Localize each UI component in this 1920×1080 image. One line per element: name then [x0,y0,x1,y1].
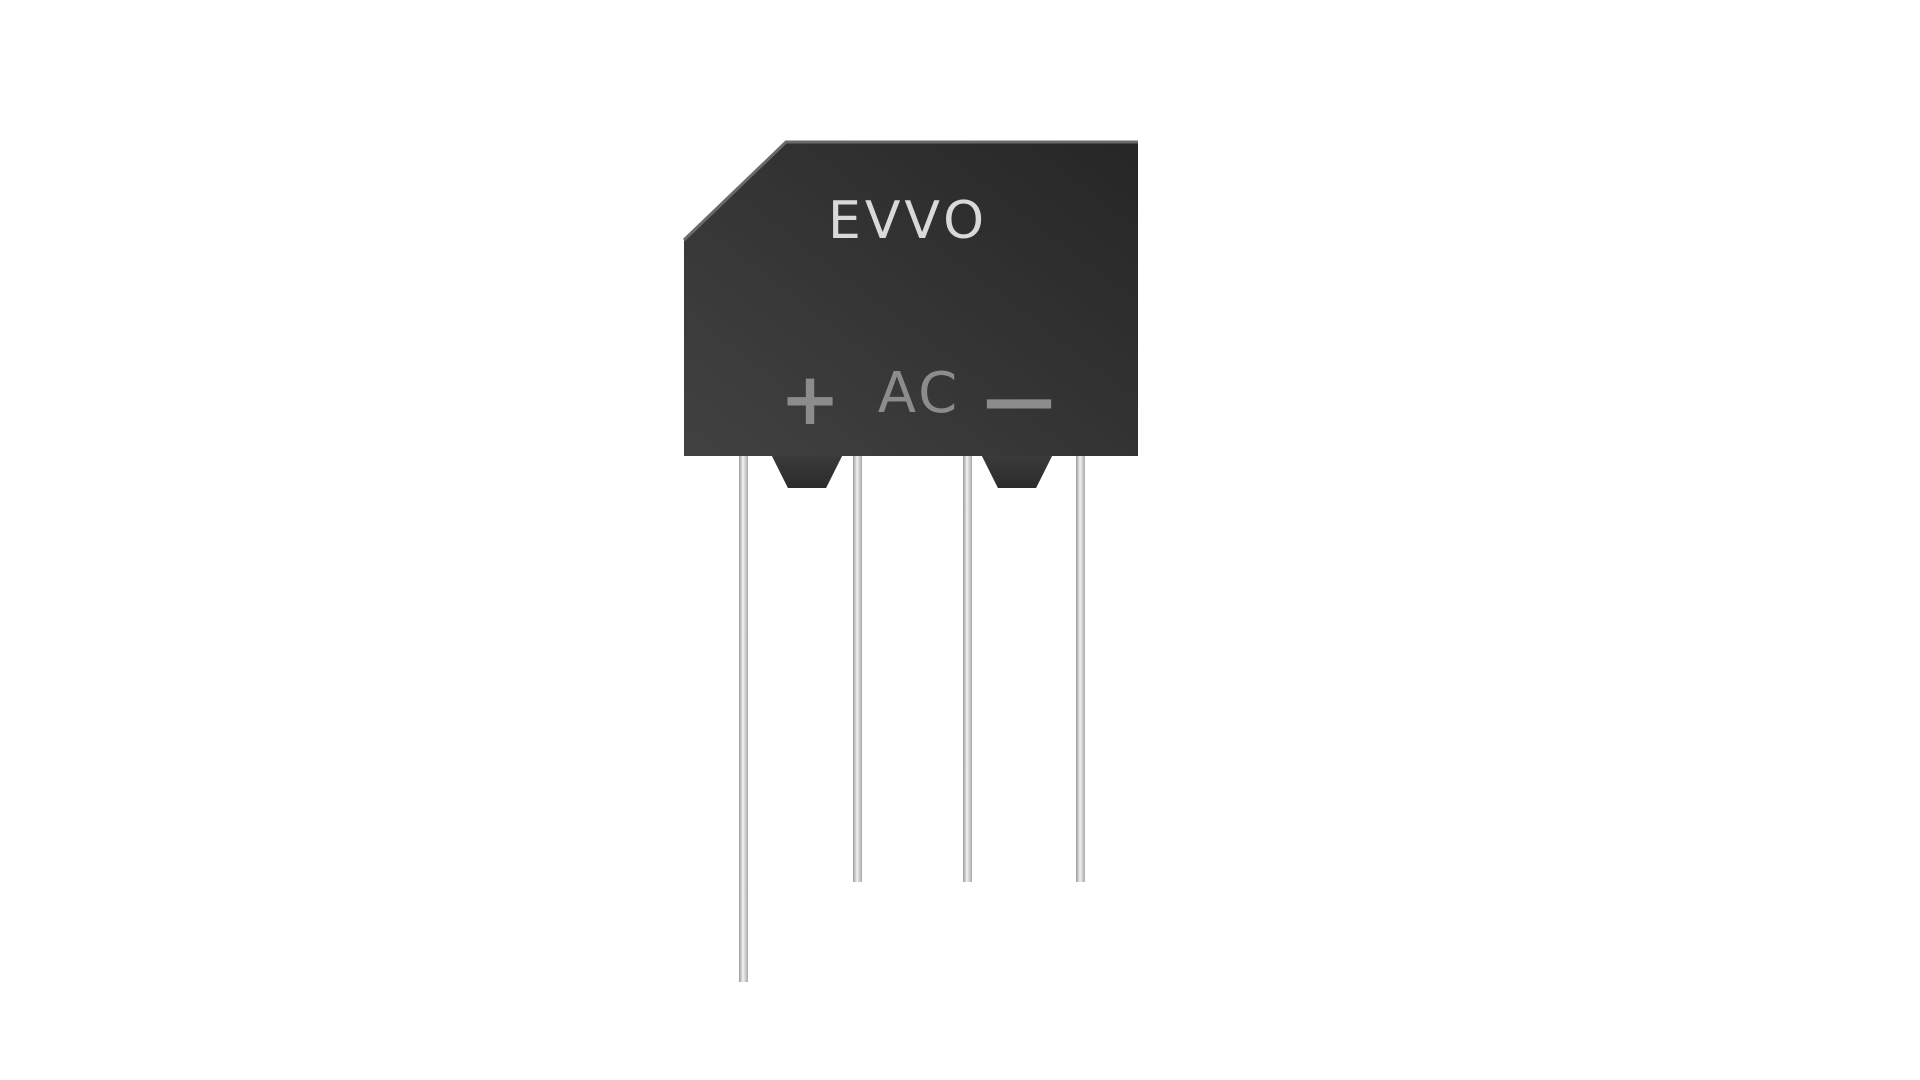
notch-right [982,456,1052,488]
body-shell [684,142,1138,488]
negative-marking: — [983,357,1055,441]
brand-logo-text: EVVO [828,191,988,251]
positive-marking: + [780,357,840,441]
component-body [682,140,1138,488]
lead-positive [739,452,748,982]
notch-left [772,456,842,488]
body-bevel-highlight [682,140,1138,242]
lead-negative [1076,452,1085,882]
leads [739,452,1085,982]
lead-ac-1 [853,452,862,882]
ac-marking: AC [878,361,960,426]
lead-ac-2 [963,452,972,882]
